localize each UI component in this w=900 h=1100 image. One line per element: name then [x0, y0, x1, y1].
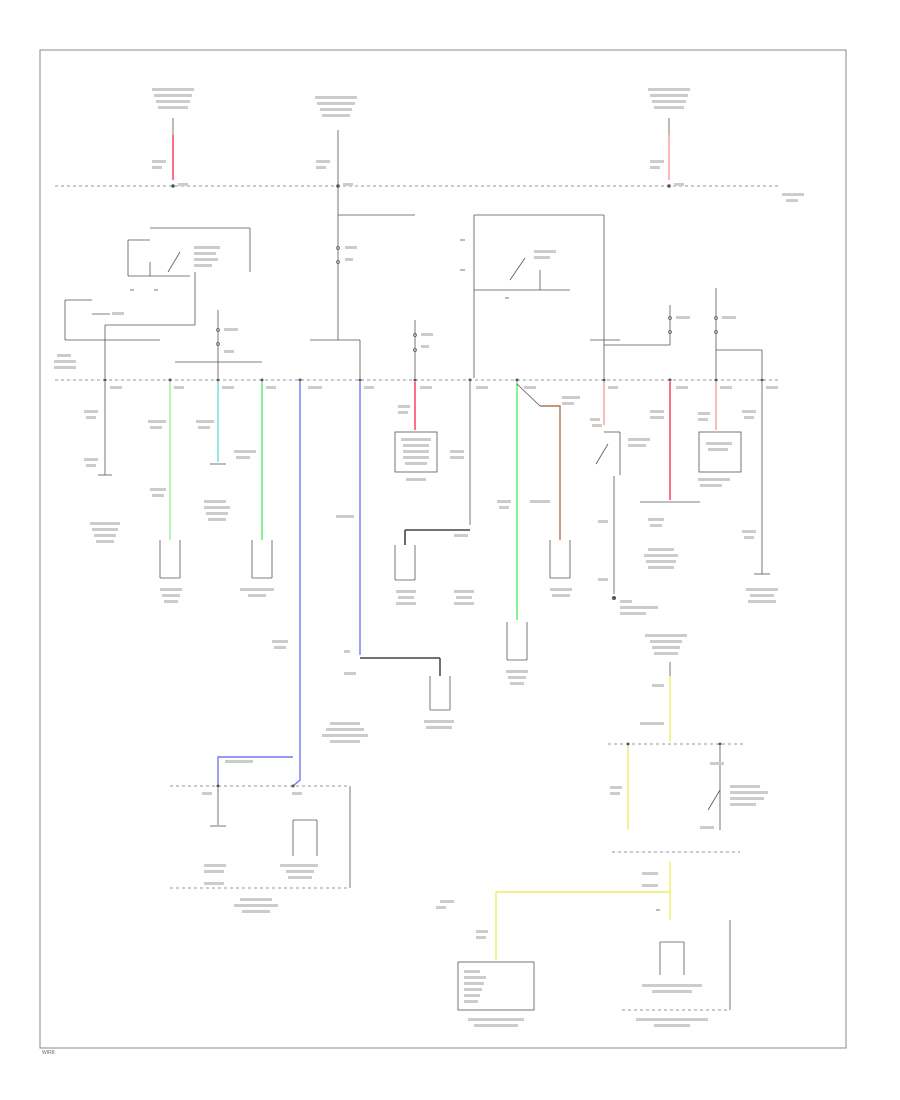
- load-4: [234, 382, 274, 597]
- bottom-box-left: [170, 784, 351, 913]
- bottom-module-right: [622, 920, 731, 1027]
- fuses-right: [604, 288, 763, 378]
- load-2: [148, 382, 182, 603]
- load-9: [497, 382, 541, 685]
- diagram-frame: [39, 49, 847, 1049]
- load-10: [530, 396, 580, 597]
- load-13: [698, 382, 742, 487]
- bottom-module-left: [457, 961, 535, 1027]
- load-12: [640, 382, 700, 569]
- load-8: [394, 382, 474, 605]
- load-11: [590, 382, 658, 615]
- top-feed-right: [648, 88, 690, 188]
- load-7-module: [394, 382, 438, 481]
- middle-bus-nodes: [103, 378, 764, 382]
- load-5-blue: [217, 382, 301, 787]
- top-bus-end-label: [782, 193, 804, 202]
- relay-box-left: [105, 227, 251, 326]
- fuse-left: [175, 310, 262, 378]
- relay-box-right: [460, 214, 620, 378]
- load-3: [196, 382, 230, 521]
- load-14: [742, 382, 778, 603]
- top-feed-left: [152, 88, 194, 188]
- middle-bus-pin-labels: [110, 386, 778, 389]
- left-switch: [54, 299, 160, 378]
- fuse-center: [413, 320, 433, 378]
- footer-code: WIR8: [42, 1050, 55, 1056]
- top-feed-center: [310, 96, 415, 378]
- load-6-blue: [322, 382, 454, 743]
- lower-right-feed: [436, 634, 768, 960]
- load-1: [84, 382, 120, 543]
